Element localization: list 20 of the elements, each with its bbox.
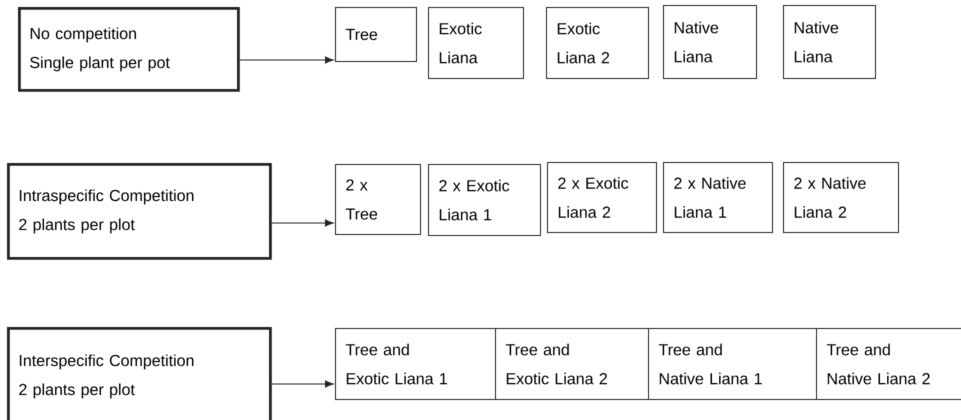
treatment-box: Native Liana [663, 5, 757, 79]
treatment-cell: Tree and Exotic Liana 1 [335, 328, 496, 400]
treatment-cell: Tree and Native Liana 2 [816, 328, 961, 400]
condition-box: Interspecific Competition 2 plants per plot [7, 327, 272, 420]
arrow [271, 219, 334, 227]
treatment-box: 2 x Exotic Liana 2 [547, 162, 657, 233]
arrow [271, 380, 334, 388]
treatment-cell: Tree and Native Liana 1 [648, 328, 817, 400]
treatment-box: Exotic Liana 2 [546, 7, 649, 79]
treatment-box: Native Liana [783, 5, 876, 79]
treatment-box: 2 x Exotic Liana 1 [428, 164, 541, 236]
arrow [239, 56, 334, 64]
treatment-box: 2 x Tree [335, 164, 421, 235]
treatment-cell: Tree and Exotic Liana 2 [495, 328, 649, 400]
treatment-box: Tree [335, 7, 417, 62]
treatment-box: Exotic Liana [428, 7, 524, 79]
treatment-box: 2 x Native Liana 1 [663, 162, 773, 233]
condition-box: No competition Single plant per pot [18, 7, 240, 92]
condition-box: Intraspecific Competition 2 plants per plot [7, 163, 272, 260]
treatment-box: 2 x Native Liana 2 [783, 162, 899, 233]
